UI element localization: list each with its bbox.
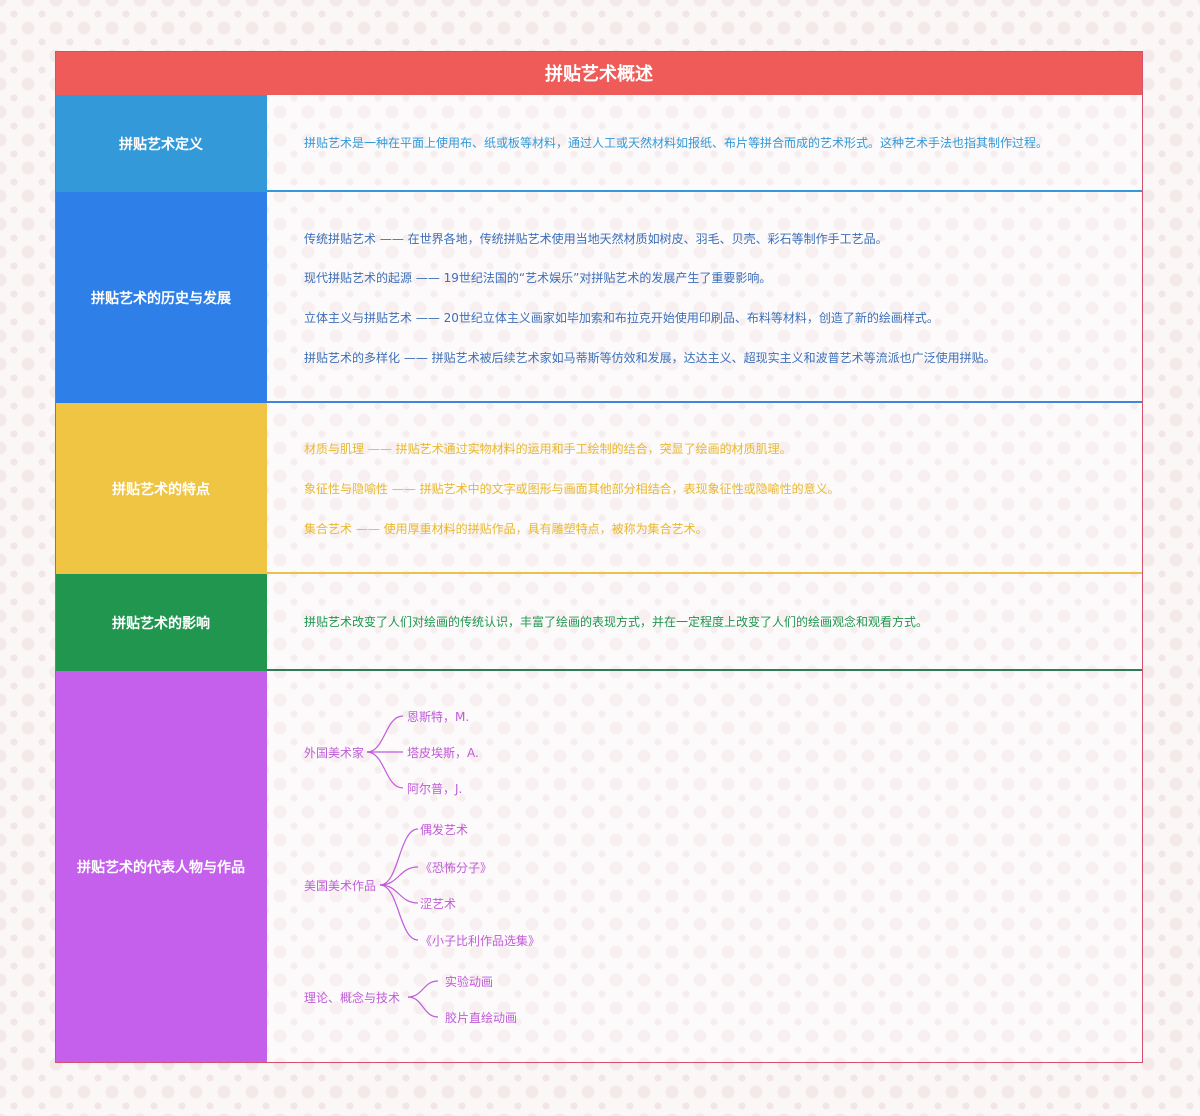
branch-connector	[366, 715, 404, 753]
feature-item: 材质与肌理 —— 拼贴艺术通过实物材料的运用和手工绘制的结合，突显了绘画的材质肌…	[304, 442, 792, 456]
page-title: 拼贴艺术概述	[55, 51, 1143, 95]
section-label-definition: 拼贴艺术定义	[55, 95, 267, 192]
influence-text: 拼贴艺术改变了人们对绘画的传统认识，丰富了绘画的表现方式，并在一定程度上改变了人…	[304, 615, 929, 629]
tree-leaf: 阿尔普，J.	[407, 782, 463, 796]
outer-frame	[55, 51, 1143, 1063]
tree-leaf: 偶发艺术	[420, 823, 469, 837]
section-content-influence: 拼贴艺术改变了人们对绘画的传统认识，丰富了绘画的表现方式，并在一定程度上改变了人…	[267, 574, 1143, 671]
feature-item: 象征性与隐喻性 —— 拼贴艺术中的文字或图形与画面其他部分相结合，表现象征性或隐…	[304, 482, 840, 496]
section-content-representatives: 外国美术家 恩斯特，M. 塔皮埃斯，A. 阿尔普，J. 美国美术作品 偶发艺术 …	[267, 671, 1143, 1062]
tree-leaf: 《恐怖分子》	[420, 861, 493, 875]
definition-text: 拼贴艺术是一种在平面上使用布、纸或板等材料，通过人工或天然材料如报纸、布片等拼合…	[304, 136, 1049, 150]
tree-branches	[366, 715, 439, 1018]
feature-item: 集合艺术 —— 使用厚重材料的拼贴作品，具有雕塑特点，被称为集合艺术。	[304, 522, 708, 536]
section-label-representatives: 拼贴艺术的代表人物与作品	[55, 671, 267, 1062]
branch-connector	[407, 996, 439, 1018]
tree-leaf: 《小子比利作品选集》	[420, 934, 541, 948]
section-definition: 拼贴艺术定义 拼贴艺术是一种在平面上使用布、纸或板等材料，通过人工或天然材料如报…	[55, 95, 1143, 192]
section-content-history: 传统拼贴艺术 —— 在世界各地，传统拼贴艺术使用当地天然材质如树皮、羽毛、贝壳、…	[267, 192, 1143, 403]
tree-group-foreign-artists: 外国美术家	[304, 746, 365, 760]
branch-connector	[407, 980, 439, 998]
section-representatives: 拼贴艺术的代表人物与作品 外国美术家 恩斯特，M. 塔皮埃斯，A. 阿尔普，J.…	[55, 671, 1143, 1062]
history-item: 拼贴艺术的多样化 —— 拼贴艺术被后续艺术家如马蒂斯等仿效和发展，达达主义、超现…	[304, 351, 996, 365]
tree-leaf: 实验动画	[445, 975, 494, 989]
section-label-history: 拼贴艺术的历史与发展	[55, 192, 267, 403]
branch-connector	[379, 828, 419, 886]
section-content-definition: 拼贴艺术是一种在平面上使用布、纸或板等材料，通过人工或天然材料如报纸、布片等拼合…	[267, 95, 1143, 192]
tree-group-theory-technique: 理论、概念与技术	[304, 991, 401, 1005]
section-features: 拼贴艺术的特点 材质与肌理 —— 拼贴艺术通过实物材料的运用和手工绘制的结合，突…	[55, 403, 1143, 574]
tree-leaf: 胶片直绘动画	[445, 1011, 518, 1025]
branch-connector	[379, 866, 419, 886]
section-label-features: 拼贴艺术的特点	[55, 403, 267, 574]
section-content-features: 材质与肌理 —— 拼贴艺术通过实物材料的运用和手工绘制的结合，突显了绘画的材质肌…	[267, 403, 1143, 574]
branch-connector	[379, 884, 419, 941]
section-influence: 拼贴艺术的影响 拼贴艺术改变了人们对绘画的传统认识，丰富了绘画的表现方式，并在一…	[55, 574, 1143, 671]
tree-group-american-works: 美国美术作品	[304, 879, 377, 893]
history-item: 现代拼贴艺术的起源 —— 19世纪法国的“艺术娱乐”对拼贴艺术的发展产生了重要影…	[304, 271, 772, 285]
tree-leaf: 涩艺术	[420, 897, 457, 911]
section-history: 拼贴艺术的历史与发展 传统拼贴艺术 —— 在世界各地，传统拼贴艺术使用当地天然材…	[55, 192, 1143, 403]
section-label-influence: 拼贴艺术的影响	[55, 574, 267, 671]
tree-leaf: 恩斯特，M.	[407, 710, 470, 724]
branch-connector	[366, 751, 404, 789]
tree-leaf: 塔皮埃斯，A.	[407, 746, 479, 760]
history-item: 立体主义与拼贴艺术 —— 20世纪立体主义画家如毕加索和布拉克开始使用印刷品、布…	[304, 311, 939, 325]
history-item: 传统拼贴艺术 —— 在世界各地，传统拼贴艺术使用当地天然材质如树皮、羽毛、贝壳、…	[304, 232, 888, 246]
